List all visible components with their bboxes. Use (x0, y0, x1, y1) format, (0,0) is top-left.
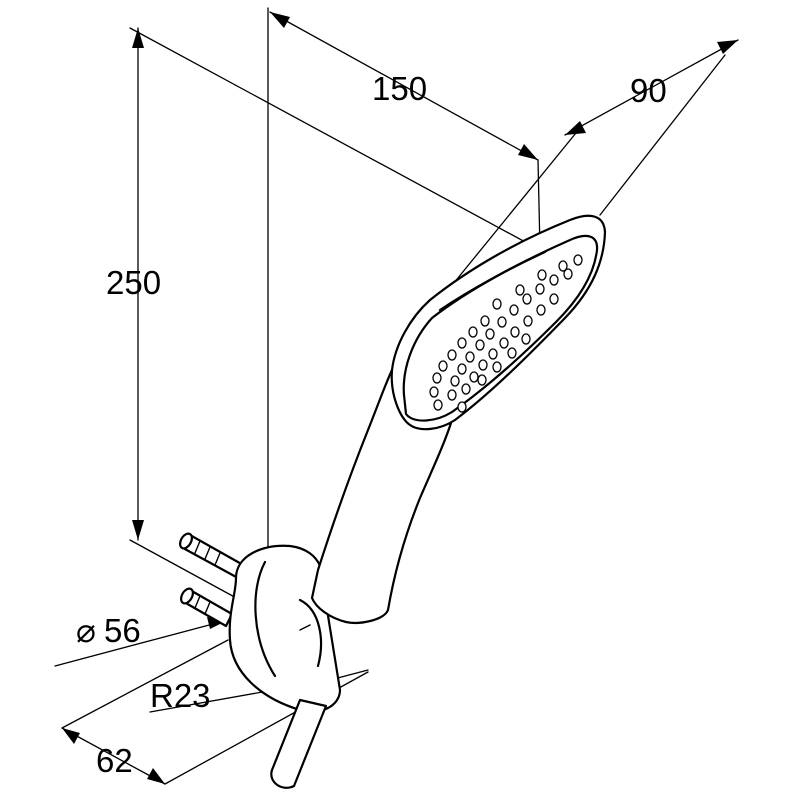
nozzle (457, 363, 467, 375)
dimension-holder-diameter: 56 (104, 612, 141, 649)
dimension-holder-radius: R23 (150, 677, 211, 714)
nozzle (450, 375, 460, 387)
nozzle (536, 304, 546, 316)
screw-lower (180, 587, 234, 628)
nozzle (509, 304, 519, 316)
nozzle (510, 326, 520, 338)
nozzle (537, 269, 547, 281)
dimension-lines (54, 7, 739, 785)
nozzle (522, 293, 532, 305)
nozzle (499, 337, 509, 349)
nozzle (485, 328, 495, 340)
nozzle (478, 359, 488, 371)
nozzle (465, 351, 475, 363)
nozzle (432, 372, 442, 384)
nozzle (492, 361, 502, 373)
nozzle (447, 349, 457, 361)
nozzle (475, 339, 485, 351)
nozzle (457, 337, 467, 349)
nozzle (507, 347, 517, 359)
nozzle (515, 284, 525, 296)
diameter-symbol: ⌀ (76, 612, 96, 649)
nozzle (558, 260, 568, 272)
nozzle (457, 401, 467, 413)
nozzle (461, 383, 471, 395)
nozzle (477, 374, 487, 386)
spray-nozzles (429, 254, 583, 413)
dimension-reach: 150 (372, 70, 427, 107)
nozzle (433, 399, 443, 411)
nozzle (447, 389, 457, 401)
dimension-head-width: 90 (630, 72, 667, 109)
nozzle (492, 298, 502, 310)
nozzle (497, 316, 507, 328)
nozzle (468, 326, 478, 338)
dimension-holder-depth: 62 (96, 742, 133, 779)
dimension-labels: 250 150 90 ⌀ 56 R23 62 (76, 70, 667, 779)
nozzle (523, 315, 533, 327)
nozzle (429, 386, 439, 398)
nozzle (535, 283, 545, 295)
hose (270, 698, 328, 789)
nozzle (438, 360, 448, 372)
nozzle (549, 274, 559, 286)
dimension-overall-height: 250 (106, 264, 161, 301)
wall-screws (179, 532, 247, 628)
nozzle (563, 268, 573, 280)
nozzle (469, 371, 479, 383)
nozzle (480, 315, 490, 327)
nozzle (573, 254, 583, 266)
nozzle (521, 333, 531, 345)
nozzle (549, 293, 559, 305)
nozzle (488, 348, 498, 360)
